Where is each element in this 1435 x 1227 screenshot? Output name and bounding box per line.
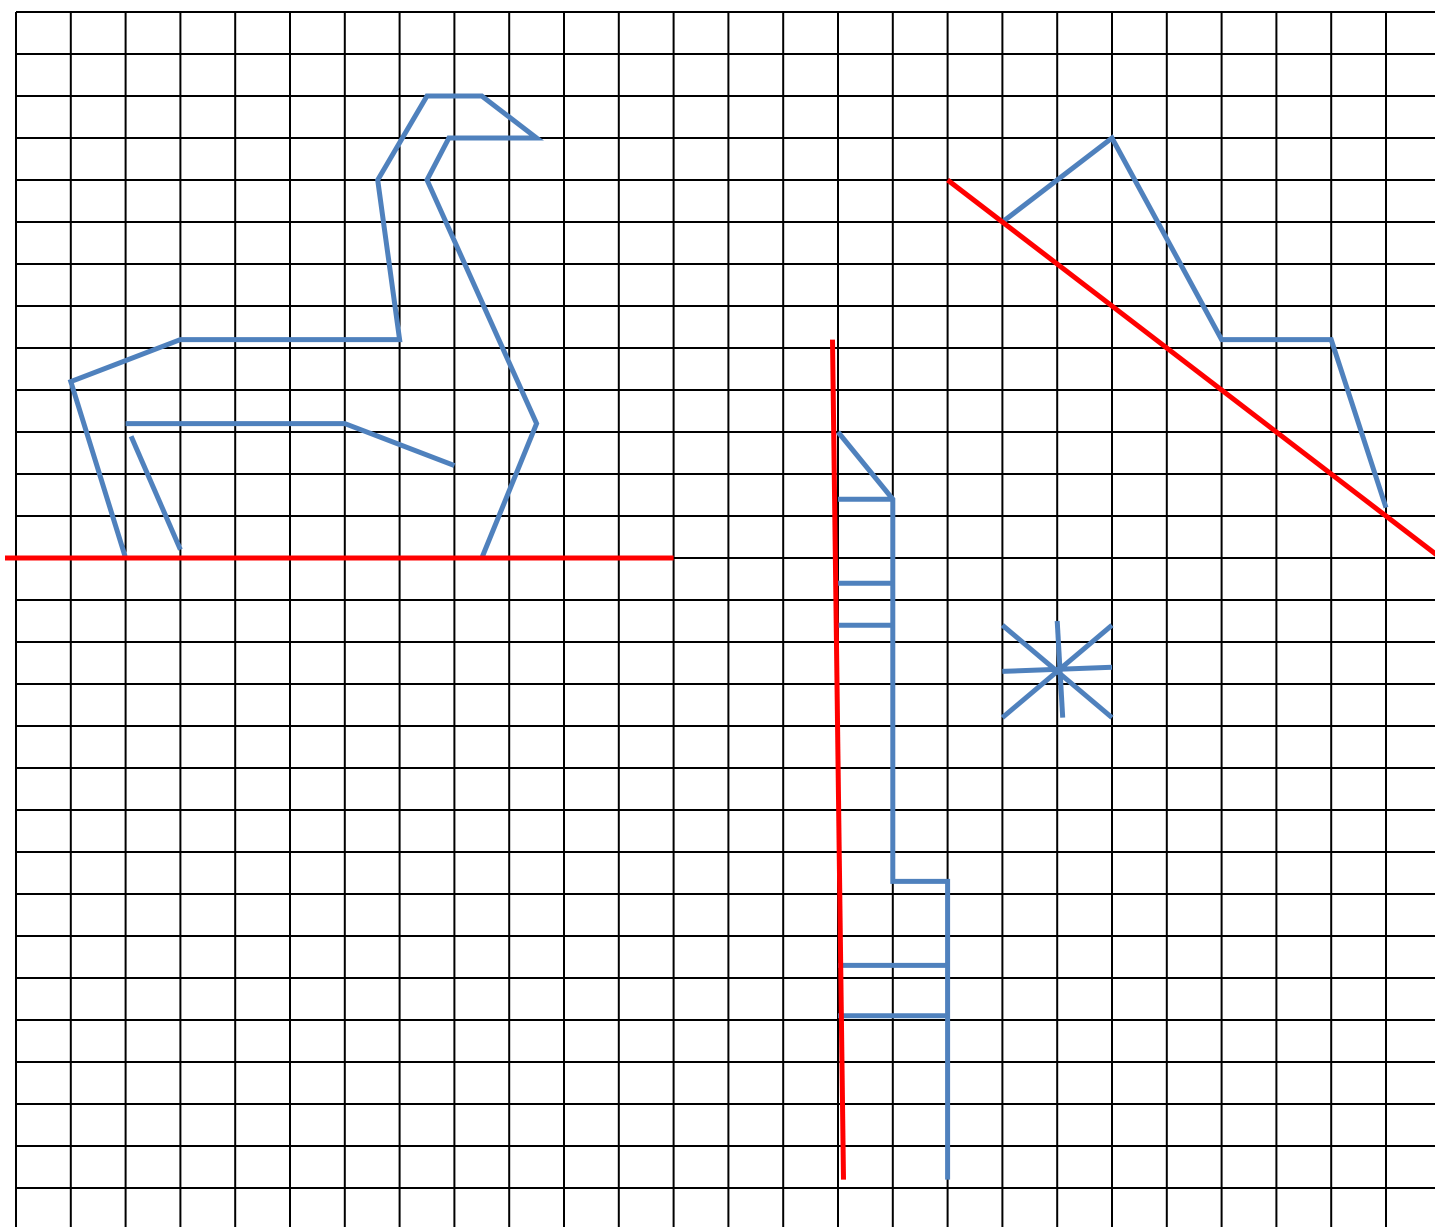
grid-drawing: [0, 0, 1435, 1227]
background: [0, 0, 1435, 1227]
